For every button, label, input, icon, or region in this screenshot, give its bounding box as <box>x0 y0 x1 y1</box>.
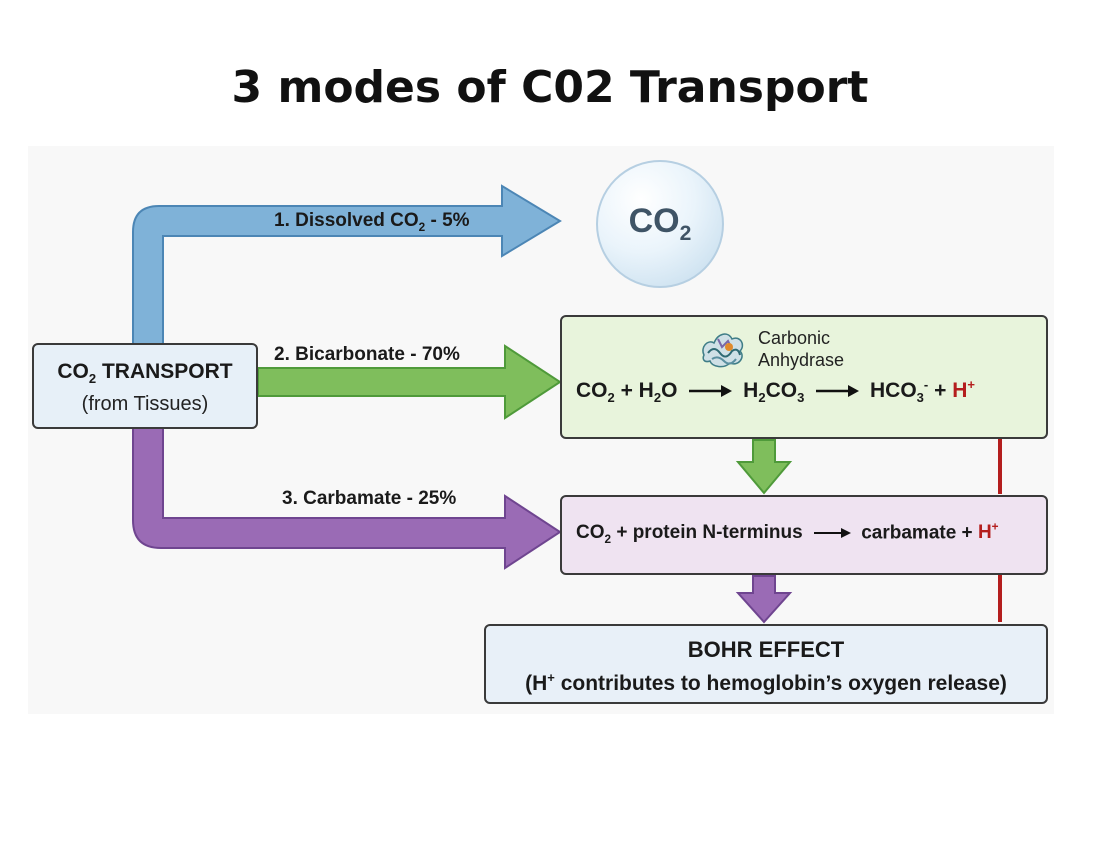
carbamate-equation: CO2 + protein N-terminus carbamate + H+ <box>576 521 999 546</box>
co2-bubble: CO2 <box>596 160 724 288</box>
co2-transport-title: CO2 TRANSPORT <box>57 360 233 387</box>
enzyme-label: Carbonic Anhydrase <box>758 327 844 371</box>
bicarbonate-arrow <box>257 344 562 420</box>
carbamate-products: carbamate + H+ <box>861 521 999 544</box>
bicarbonate-reaction-box: Carbonic Anhydrase CO2 + H2O H2CO3 HCO3-… <box>560 315 1048 439</box>
protein-structure-icon <box>702 333 744 368</box>
enzyme-label-line2: Anhydrase <box>758 350 845 370</box>
carbamate-label: 3. Carbamate - 25% <box>282 488 457 509</box>
co2-transport-box: CO2 TRANSPORT (from Tissues) <box>32 343 258 429</box>
page-title: 3 modes of C02 Transport <box>231 62 869 113</box>
bicarbonate-equation: CO2 + H2O H2CO3 HCO3- + H+ <box>576 377 975 405</box>
bohr-effect-subtitle: (H+ contributes to hemoglobin’s oxygen r… <box>525 670 1007 695</box>
reaction-arrow-icon <box>689 385 733 398</box>
carbamate-arrow <box>132 427 562 570</box>
carbamate-reactants: CO2 + protein N-terminus <box>576 522 803 547</box>
carbamate-down-arrow <box>735 575 793 624</box>
bicarbonate-reactants: CO2 + H2O <box>576 379 678 406</box>
reaction-arrow-icon <box>813 528 851 539</box>
bicarbonate-down-arrow <box>735 439 793 495</box>
co2-bubble-label: CO2 <box>628 202 692 245</box>
carbonic-acid: H2CO3 <box>743 379 805 406</box>
dissolved-label: 1. Dissolved CO2 - 5% <box>274 210 470 234</box>
bicarbonate-products: HCO3- + H+ <box>870 377 975 406</box>
bicarbonate-label: 2. Bicarbonate - 70% <box>274 344 460 365</box>
co2-transport-subtitle: (from Tissues) <box>81 393 209 416</box>
dissolved-arrow <box>132 184 562 346</box>
bohr-effect-title: BOHR EFFECT <box>687 637 845 662</box>
reaction-arrow-icon <box>816 385 860 398</box>
enzyme-label-line1: Carbonic <box>758 328 831 348</box>
bohr-effect-box: BOHR EFFECT (H+ contributes to hemoglobi… <box>484 624 1048 704</box>
carbamate-reaction-box: CO2 + protein N-terminus carbamate + H+ <box>560 495 1048 575</box>
